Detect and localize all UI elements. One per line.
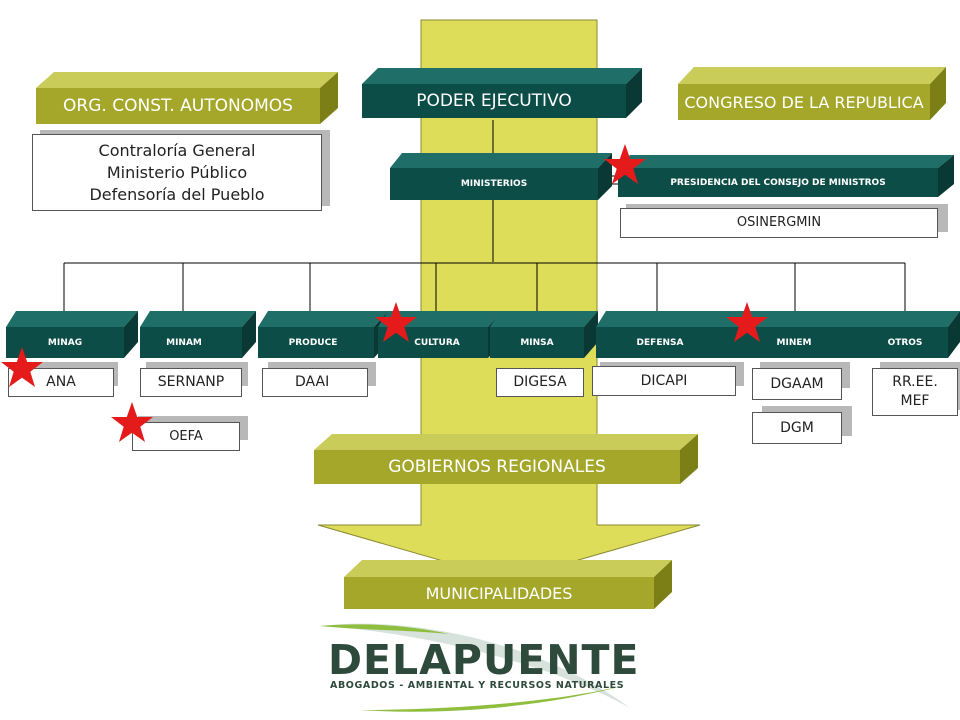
ministry-minem: MINEM (776, 338, 812, 348)
ministry-cultura: CULTURA (414, 338, 460, 348)
agency-digesa: DIGESA (496, 368, 584, 397)
logo-tagline: ABOGADOS - AMBIENTAL Y RECURSOS NATURALE… (330, 680, 625, 691)
agency-otros: RR.EE. MEF (872, 368, 958, 416)
autonomos-list-box: Contraloría General Ministerio Público D… (32, 134, 322, 211)
delapuente-logo (320, 623, 630, 712)
red-star-icon (604, 144, 646, 184)
autonomos-box (36, 72, 338, 124)
agency-oefa: OEFA (132, 422, 240, 451)
agency-sernanp: SERNANP (140, 368, 242, 397)
pcm-title: PRESIDENCIA DEL CONSEJO DE MINISTROS (670, 178, 886, 188)
red-star-icon (726, 302, 768, 342)
osinergmin-box: OSINERGMIN (620, 208, 938, 238)
gobiernos-title: GOBIERNOS REGIONALES (388, 457, 606, 477)
red-star-icon (375, 302, 417, 342)
ministry-produce: PRODUCE (288, 338, 338, 348)
ministry-defensa: DEFENSA (636, 338, 684, 348)
red-star-icon (111, 402, 153, 442)
autonomos-item: Defensoría del Pueblo (89, 185, 265, 204)
agency-daai: DAAI (262, 368, 368, 397)
municipalidades-title: MUNICIPALIDADES (425, 584, 573, 603)
municipalidades-box (344, 560, 672, 609)
gobiernos-box (314, 434, 698, 484)
agency-otros-line: RR.EE. (892, 374, 938, 390)
ministerios-title: MINISTERIOS (460, 179, 528, 189)
agency-dgm: DGM (752, 412, 842, 444)
agency-dicapi: DICAPI (592, 366, 736, 396)
congreso-title: CONGRESO DE LA REPUBLICA (684, 93, 924, 112)
red-star-icon (1, 347, 43, 387)
pcm-box (618, 155, 954, 197)
congreso-box (678, 67, 946, 120)
ministry-minam: MINAM (166, 338, 202, 348)
agency-otros-line: MEF (900, 393, 930, 409)
autonomos-item: Ministerio Público (106, 163, 248, 182)
ejecutivo-box (362, 68, 642, 118)
autonomos-title: ORG. CONST. AUTONOMOS (63, 96, 293, 116)
agency-ana: ANA (8, 368, 114, 397)
ministerios-box (390, 153, 612, 200)
ejecutivo-title: PODER EJECUTIVO (416, 91, 572, 111)
ministry-minag: MINAG (47, 338, 83, 348)
ministry-otros: OTROS (887, 338, 923, 348)
agency-dgaam: DGAAM (752, 368, 842, 400)
ministry-minsa: MINSA (520, 338, 554, 348)
logo-name: DELAPUENTE (328, 636, 640, 684)
autonomos-item: Contraloría General (98, 141, 256, 160)
